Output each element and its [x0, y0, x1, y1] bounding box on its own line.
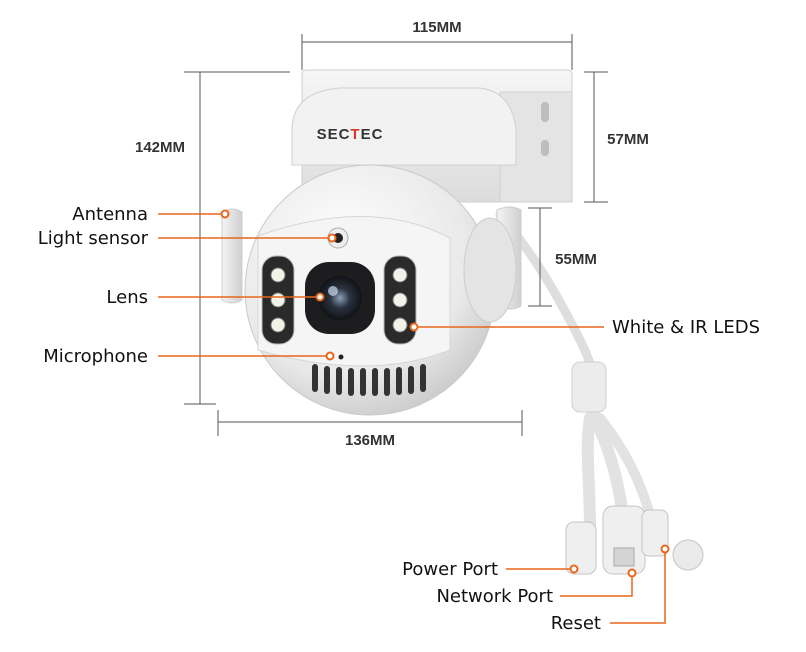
vent-grille: [312, 364, 426, 396]
label-antenna: Antenna: [72, 204, 148, 225]
callout-leds: White & IR LEDS: [409, 317, 760, 338]
mount-slot-1: [541, 102, 549, 122]
dim-mount-height: 57MM: [607, 131, 649, 148]
callout-network-port: Network Port: [436, 568, 637, 607]
callout-reset: Reset: [551, 544, 670, 634]
callout-microphone: Microphone: [43, 346, 335, 367]
led-left-3: [270, 317, 286, 333]
network-jack: [613, 547, 635, 567]
callout-antenna: Antenna: [72, 204, 230, 225]
led-right-2: [392, 292, 408, 308]
label-lens: Lens: [106, 287, 148, 308]
reset-cap: [672, 539, 704, 571]
dim-overall-height: 142MM: [135, 139, 185, 156]
label-microphone: Microphone: [43, 346, 148, 367]
led-right-1: [392, 267, 408, 283]
brand-logo: SECTEC: [317, 126, 384, 143]
led-left-2: [270, 292, 286, 308]
dimension-bottom: 136MM: [217, 410, 523, 449]
label-reset: Reset: [551, 613, 601, 634]
label-network-port: Network Port: [436, 586, 553, 607]
dim-top-width: 115MM: [412, 19, 461, 36]
lens-highlight: [328, 286, 338, 296]
led-right-3: [392, 317, 408, 333]
callout-power-port: Power Port: [402, 559, 579, 580]
cable-splitter: [571, 361, 607, 413]
camera-illustration: SECTEC: [221, 69, 704, 575]
dim-body-width: 136MM: [345, 432, 395, 449]
callout-light-sensor: Light sensor: [38, 228, 337, 249]
cable-network: [589, 412, 628, 516]
label-power-port: Power Port: [402, 559, 498, 580]
led-left-1: [270, 267, 286, 283]
dimension-mount: 57MM: [584, 71, 649, 203]
mount-slot-2: [541, 140, 549, 156]
label-light-sensor: Light sensor: [38, 228, 149, 249]
microphone-hole: [338, 354, 344, 360]
dim-arm-height: 55MM: [555, 251, 597, 268]
cable-power: [581, 412, 596, 536]
top-housing: [291, 87, 517, 166]
lens-glass: [318, 276, 362, 320]
cable-reset: [595, 413, 655, 520]
dimension-top: 115MM: [301, 19, 573, 70]
power-connector: [565, 521, 597, 575]
callout-lens: Lens: [106, 287, 325, 308]
dimension-arm: 55MM: [528, 207, 597, 307]
label-leds: White & IR LEDS: [612, 317, 760, 338]
side-hub: [463, 217, 517, 323]
reset-connector: [641, 509, 669, 557]
antenna-left: [221, 208, 243, 304]
